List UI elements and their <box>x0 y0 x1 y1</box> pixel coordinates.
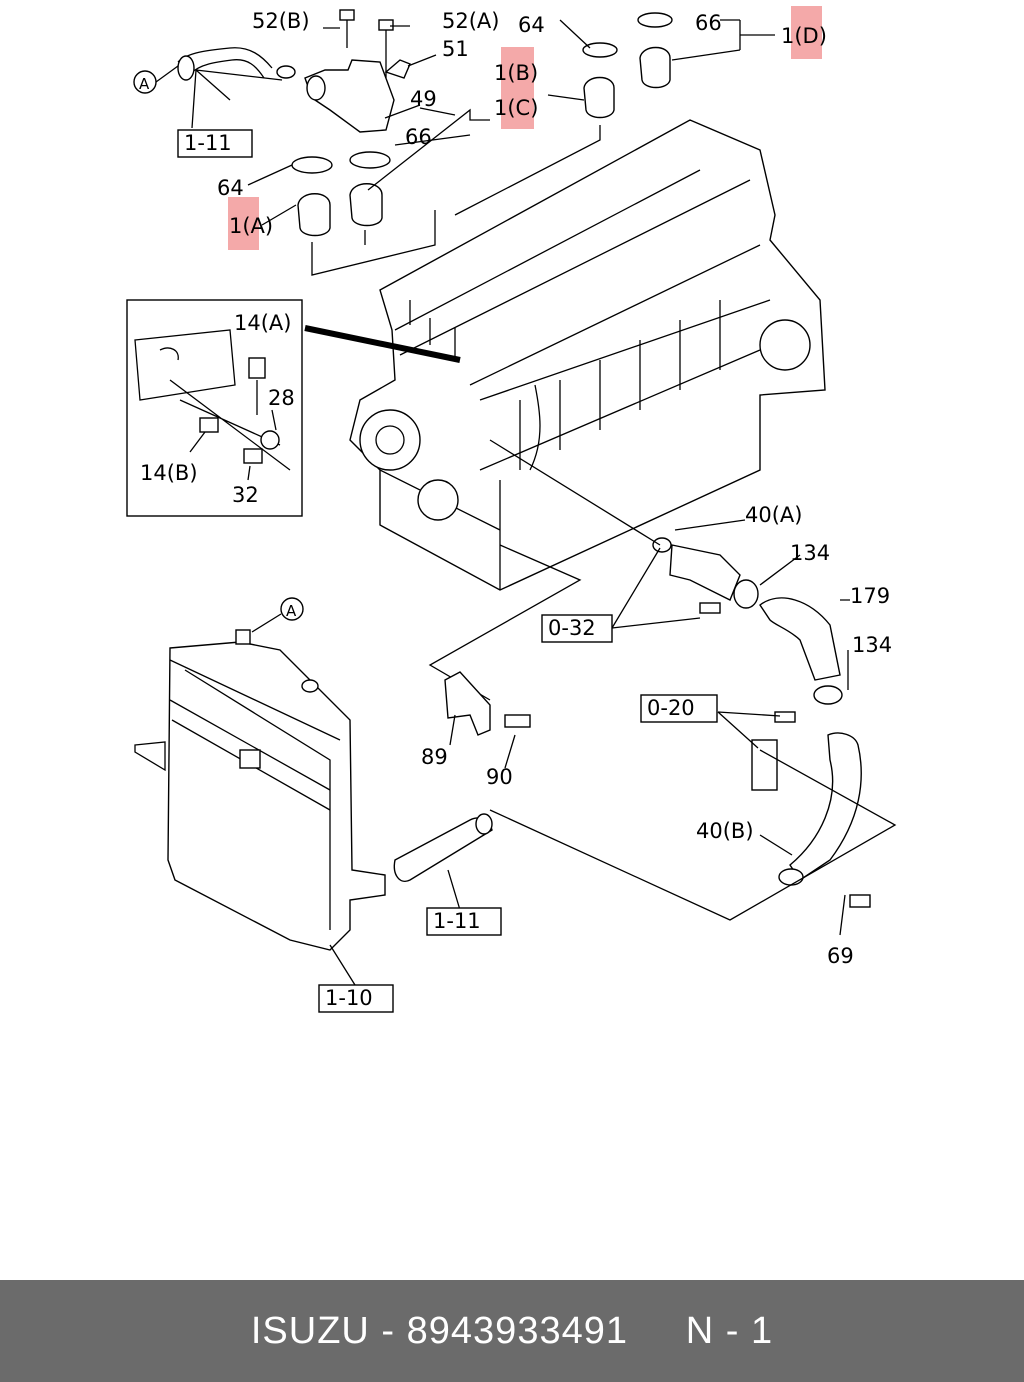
highlight-1b-1c <box>501 47 534 129</box>
label-1c: 1(C) <box>494 96 538 120</box>
label-1-10: 1-10 <box>325 986 373 1010</box>
engine-block <box>349 119 826 591</box>
label-49: 49 <box>410 87 437 111</box>
parts-diagram: A A <box>126 6 897 1013</box>
label-89: 89 <box>421 745 448 769</box>
upper-hose-assembly <box>177 9 411 133</box>
ref-a-top: A <box>139 75 150 93</box>
label-28: 28 <box>268 386 295 410</box>
label-0-20: 0-20 <box>647 696 695 720</box>
label-52a: 52(A) <box>442 9 499 33</box>
inset-parts <box>134 329 291 481</box>
label-64-left: 64 <box>217 176 244 200</box>
footer-bar: ISUZU - 8943933491 N - 1 <box>0 1280 1024 1382</box>
label-90: 90 <box>486 765 513 789</box>
label-66-mid: 66 <box>405 125 432 149</box>
label-134-top: 134 <box>790 541 830 565</box>
label-14b: 14(B) <box>140 461 198 485</box>
label-0-32: 0-32 <box>548 616 596 640</box>
label-51: 51 <box>442 37 469 61</box>
inset-detail-box <box>126 299 303 517</box>
ref-a-radiator: A <box>286 602 297 620</box>
label-1-11-bottom: 1-11 <box>433 909 481 933</box>
label-69: 69 <box>827 944 854 968</box>
label-40a: 40(A) <box>745 503 802 527</box>
label-64-top: 64 <box>518 13 545 37</box>
radiator <box>134 629 386 951</box>
highlight-1d <box>791 6 822 59</box>
label-32: 32 <box>232 483 259 507</box>
lower-hose <box>393 817 493 882</box>
label-40b: 40(B) <box>696 819 754 843</box>
highlight-1a <box>228 197 259 250</box>
footer-part-reference: ISUZU - 8943933491 N - 1 <box>250 1309 774 1352</box>
label-134-bottom: 134 <box>852 633 892 657</box>
label-1a: 1(A) <box>229 214 273 238</box>
label-52b: 52(B) <box>252 9 310 33</box>
ref-a-radiator-circle <box>280 597 304 621</box>
label-179: 179 <box>850 584 890 608</box>
label-1-11-top: 1-11 <box>184 131 232 155</box>
bracket-89 <box>444 671 531 736</box>
label-1b: 1(B) <box>494 61 538 85</box>
label-66-top: 66 <box>695 11 722 35</box>
label-14a: 14(A) <box>234 311 291 335</box>
label-1d: 1(D) <box>781 24 827 48</box>
